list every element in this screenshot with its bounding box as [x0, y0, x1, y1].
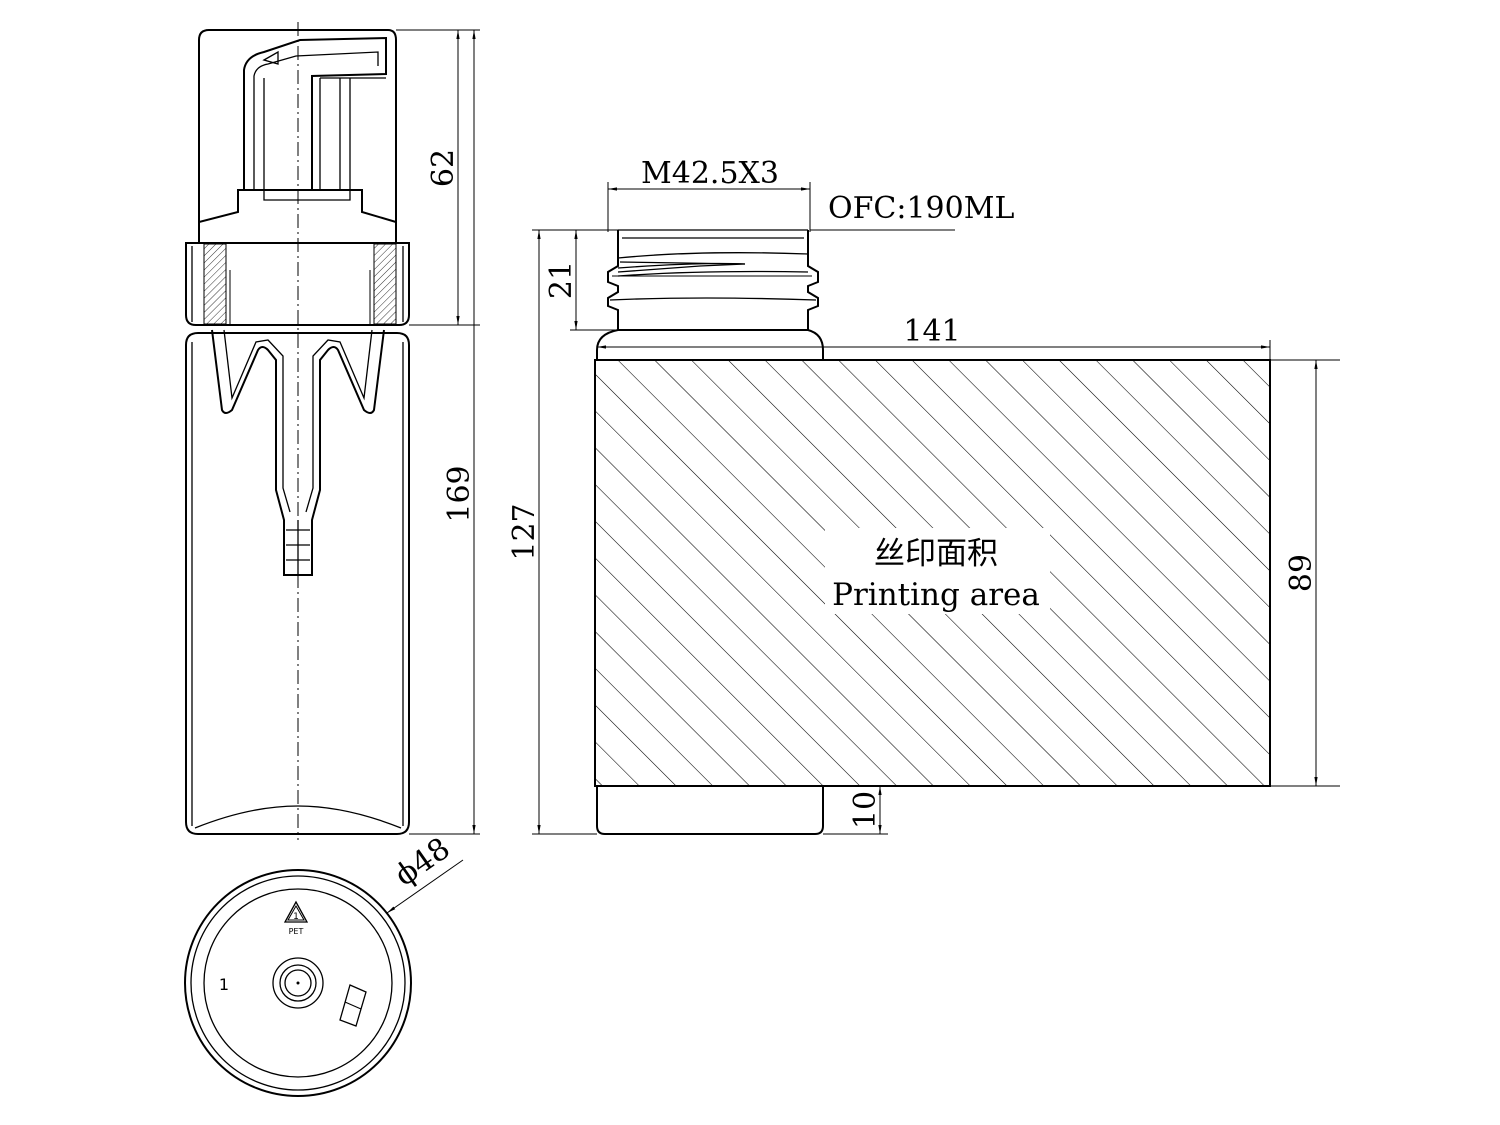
dim-neck-height: 21 [544, 261, 579, 299]
dim-bottom-margin: 10 [848, 791, 883, 829]
actuator-head [243, 36, 387, 190]
dim-diameter: ϕ48 [389, 831, 457, 893]
dim-print-height: 89 [1284, 554, 1319, 592]
neck-finish [607, 230, 819, 331]
bottle-base-dome [194, 805, 402, 829]
pump-bottle-side-view: 62 169 [185, 22, 480, 840]
closure-collar [185, 242, 410, 326]
dim-pump-height: 62 [426, 149, 461, 187]
dim-bottle-height: 127 [507, 503, 542, 560]
bottle-print-view: 丝印面积 Printing area M42.5X3 OFC:190ML 127… [507, 156, 1340, 835]
capacity: OFC:190ML [828, 191, 1014, 226]
bottle-shoulder [596, 329, 619, 360]
dim-circumference: 141 [903, 314, 960, 349]
nozzle-slot [262, 50, 279, 65]
print-area-outline [594, 359, 1271, 787]
date-marker [339, 984, 367, 1027]
recycle-icon: 1 PET [283, 900, 309, 936]
dim-line-diameter [386, 859, 464, 914]
dim-total-height: 169 [442, 465, 477, 522]
thread-spec: M42.5X3 [641, 156, 779, 191]
bottle-body-outline [185, 332, 410, 835]
bottle-bottom-part [596, 786, 824, 835]
material-code: PET [289, 927, 304, 936]
thread-lines [609, 252, 817, 301]
bottle-bottom-view: 1 PET 1 ϕ48 [184, 831, 464, 1097]
print-area-label-en: Printing area [832, 577, 1040, 613]
recycle-code: 1 [293, 912, 299, 922]
actuator-inner [253, 51, 379, 190]
print-area-label-cn: 丝印面积 [874, 536, 998, 572]
cavity-number: 1 [219, 975, 229, 994]
print-area-label-bg [825, 528, 1050, 614]
